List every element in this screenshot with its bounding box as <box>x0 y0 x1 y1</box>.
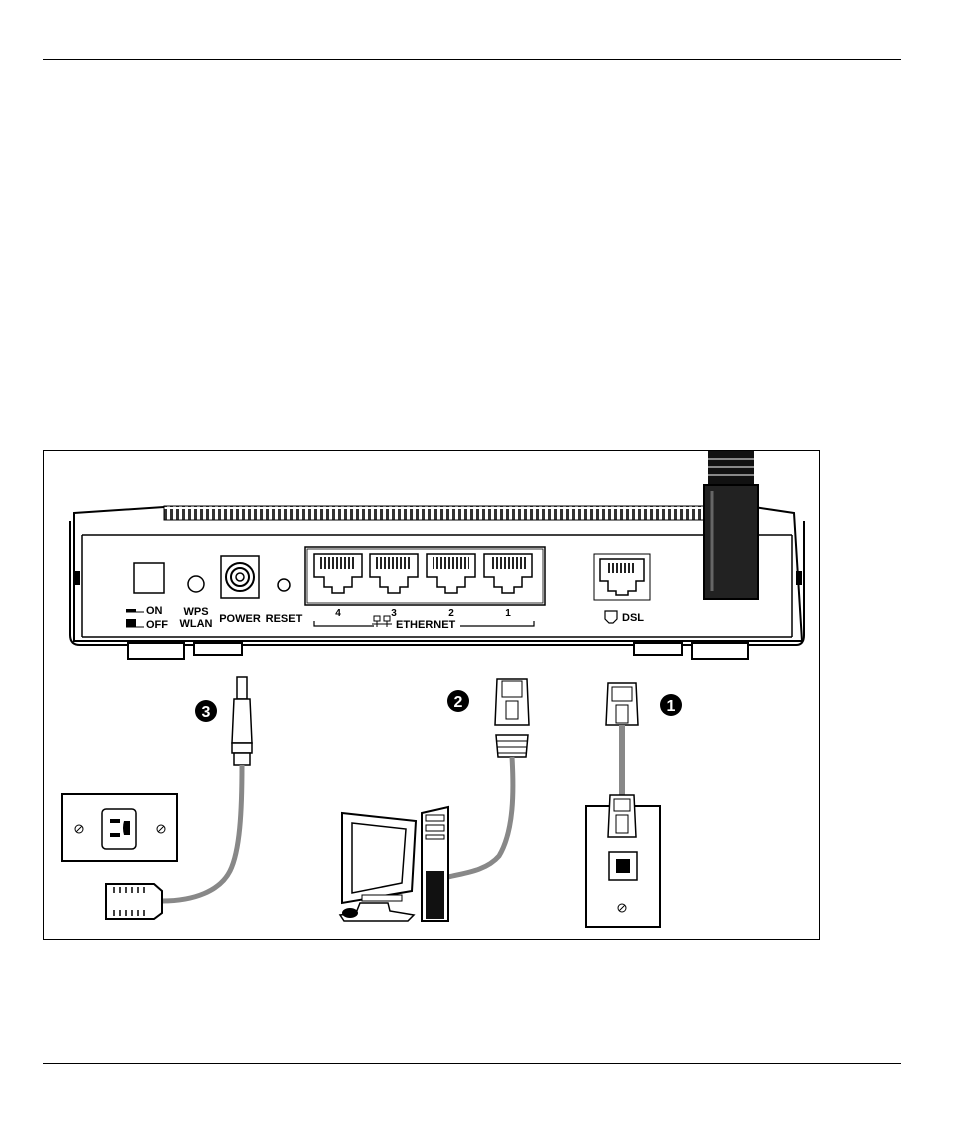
power-switch-button <box>134 563 164 593</box>
off-position-icon <box>126 619 136 627</box>
ventilation-grille <box>164 506 724 520</box>
wall-outlet <box>62 794 177 861</box>
switch-on-label: ON <box>146 605 163 617</box>
callout-2-number: 2 <box>454 694 463 711</box>
power-label: POWER <box>219 613 261 625</box>
dsl-plug <box>606 683 638 725</box>
power-jack: POWER <box>219 556 261 625</box>
callout-badge-3: 3 <box>195 700 217 722</box>
computer <box>340 807 448 921</box>
ethernet-cable <box>448 757 513 877</box>
header-rule <box>43 59 901 60</box>
ethernet-label: ETHERNET <box>396 619 456 631</box>
wlan-label: WLAN <box>180 618 213 630</box>
callout-badge-1: 1 <box>660 694 682 716</box>
callout-3-number: 3 <box>202 704 211 721</box>
ethernet-plug <box>495 679 529 757</box>
switch-off-label: OFF <box>146 619 168 631</box>
wps-label: WPS <box>183 606 208 618</box>
power-plug <box>232 677 252 765</box>
router-connection-figure: ON OFF WPS WLAN POWER RESET 4 3 <box>43 450 820 940</box>
ethernet-port-3-number: 3 <box>391 608 397 619</box>
callout-badge-2: 2 <box>447 690 469 712</box>
footer-rule <box>43 1063 901 1064</box>
ethernet-port-1-number: 1 <box>505 608 511 619</box>
reset-label: RESET <box>266 613 303 625</box>
dsl-label: DSL <box>622 612 644 624</box>
ethernet-port-4-number: 4 <box>335 608 341 619</box>
phone-jack-icon <box>605 611 617 623</box>
antenna <box>704 451 758 599</box>
ethernet-port-2-number: 2 <box>448 608 454 619</box>
callout-1-number: 1 <box>667 698 676 715</box>
computer-tower <box>422 807 448 921</box>
monitor <box>340 813 416 921</box>
dsl-wall-jack <box>586 795 660 927</box>
figure-canvas: ON OFF WPS WLAN POWER RESET 4 3 <box>44 451 820 940</box>
power-adapter <box>106 884 162 919</box>
